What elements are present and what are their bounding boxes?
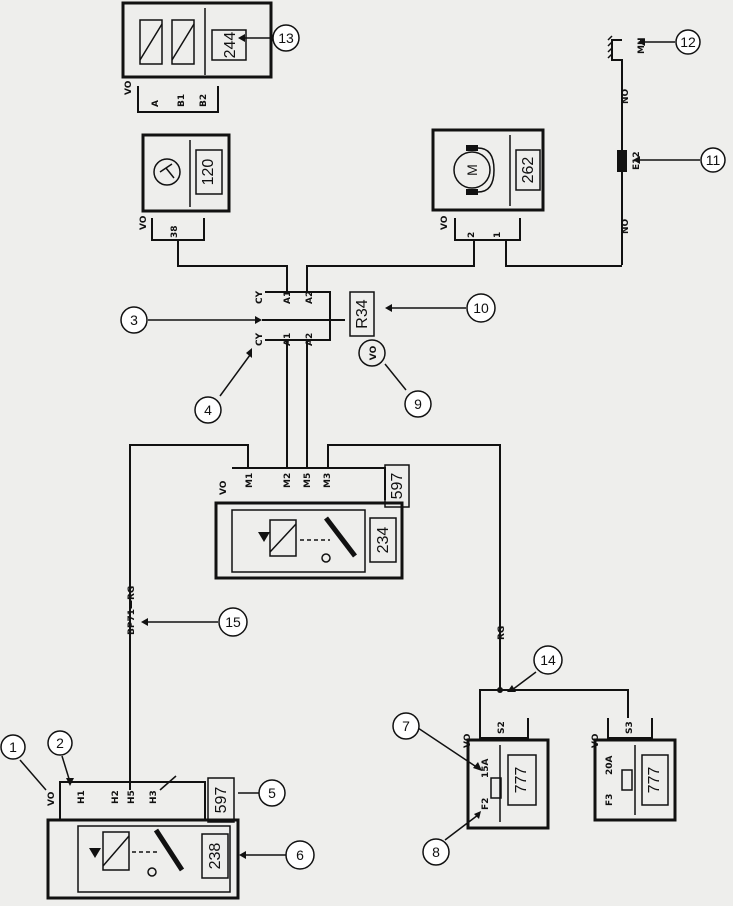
callout-4: 4 <box>194 396 222 424</box>
fuse-f2-rating: 15A <box>481 758 491 778</box>
r34-a1-top: A1 <box>283 291 293 304</box>
svg-text:8: 8 <box>432 844 440 860</box>
svg-text:6: 6 <box>296 847 304 863</box>
component-120: 120 VO 38 <box>139 133 231 241</box>
conn-120: VO <box>139 215 149 230</box>
code-777-right: 777 <box>646 767 663 794</box>
fuse-777-left: 777 VO S2 F2 15A <box>463 721 550 830</box>
callout-6: 6 <box>285 840 315 870</box>
pin-238-h5: H5 <box>127 790 137 804</box>
wire-bp71: BP71—RG <box>127 586 137 635</box>
r34-cy-top: CY <box>255 290 265 304</box>
svg-text:7: 7 <box>402 718 410 734</box>
callout-2: 2 <box>47 730 73 756</box>
pin-120-38: 38 <box>170 225 180 238</box>
conn-fuse-left: VO <box>463 733 473 748</box>
code-120: 120 <box>200 159 217 186</box>
pin-238-h2: H2 <box>111 790 121 804</box>
callout-15: 15 <box>218 607 248 637</box>
pin-244-a: A <box>151 100 161 107</box>
ground-chain: MH NO E12 NO <box>607 35 647 265</box>
code-244: 244 <box>222 32 239 59</box>
callout-9: 9 <box>404 390 432 418</box>
ref-234: 597 <box>389 473 406 500</box>
code-238: 238 <box>207 843 224 870</box>
component-262: M 262 VO 2 1 <box>431 128 545 241</box>
svg-text:1: 1 <box>9 739 17 755</box>
pin-262-2: 2 <box>467 232 477 238</box>
callout-7: 7 <box>392 712 420 740</box>
pin-244-b2: B2 <box>199 94 209 107</box>
svg-text:13: 13 <box>278 30 294 46</box>
svg-text:10: 10 <box>473 300 489 316</box>
svg-text:2: 2 <box>56 735 64 751</box>
conn-238: VO <box>47 791 57 806</box>
vo-badge: VO <box>369 345 379 360</box>
wire-mh: MH <box>637 38 647 55</box>
pin-s3: S3 <box>625 721 635 734</box>
pin-262-1: 1 <box>493 232 503 238</box>
wire-rg: RG <box>497 626 507 640</box>
callout-12: 12 <box>675 29 701 55</box>
code-r34: R34 <box>354 299 371 328</box>
r34-a2-bottom: A2 <box>305 333 315 346</box>
pin-238-h3: H3 <box>149 790 159 804</box>
fuse-f3: F3 <box>605 794 615 806</box>
code-777-left: 777 <box>513 767 530 794</box>
callout-3: 3 <box>120 306 148 334</box>
wire-no-bottom: NO <box>621 218 631 234</box>
callout-14: 14 <box>533 645 563 675</box>
component-234: VO M1 M2 M5 M3 597 234 <box>129 444 501 690</box>
callout-10: 10 <box>466 293 496 323</box>
svg-text:14: 14 <box>540 652 556 668</box>
fuse-f2: F2 <box>481 798 491 810</box>
wire-no-top: NO <box>621 88 631 104</box>
svg-text:3: 3 <box>130 312 138 328</box>
pin-234-m1: M1 <box>245 473 255 488</box>
pin-234-m3: M3 <box>323 473 333 488</box>
motor-label: M <box>464 164 480 176</box>
r34-a1-bottom: A1 <box>283 333 293 346</box>
callout-8: 8 <box>422 838 450 866</box>
code-262: 262 <box>520 157 537 184</box>
conn-262: VO <box>440 215 450 230</box>
svg-text:12: 12 <box>680 34 696 50</box>
r34-cy-bottom: CY <box>255 332 265 346</box>
callout-arrows <box>19 34 700 859</box>
svg-text:5: 5 <box>268 785 276 801</box>
svg-text:11: 11 <box>706 152 721 168</box>
svg-text:15: 15 <box>225 614 241 630</box>
pin-234-m2: M2 <box>283 473 293 488</box>
ref-238: 597 <box>213 787 230 814</box>
pin-234-m5: M5 <box>303 473 313 488</box>
conn-fuse-right: VO <box>591 733 601 748</box>
code-234: 234 <box>375 527 392 554</box>
conn-244: VO <box>124 80 134 95</box>
pin-s2: S2 <box>497 721 507 734</box>
pin-238-h1: H1 <box>77 790 87 804</box>
fuse-777-right: 777 VO S3 F3 20A <box>591 721 677 822</box>
component-238: VO H1 H2 H5 H3 597 238 <box>46 775 240 900</box>
svg-text:9: 9 <box>414 396 422 412</box>
callout-5: 5 <box>258 779 286 807</box>
fuse-f3-rating: 20A <box>605 755 615 775</box>
r34-a2-top: A2 <box>305 291 315 304</box>
callout-1: 1 <box>0 734 26 760</box>
pin-244-b1: B1 <box>177 94 187 107</box>
component-244: 244 VO A B1 B2 <box>121 1 273 113</box>
svg-text:4: 4 <box>204 402 212 418</box>
conn-234: VO <box>219 480 229 495</box>
callout-13: 13 <box>272 24 300 52</box>
callout-11: 11 <box>700 147 726 173</box>
connector-r34: CY CY A1 A2 A1 A2 R34 VO <box>255 290 386 367</box>
